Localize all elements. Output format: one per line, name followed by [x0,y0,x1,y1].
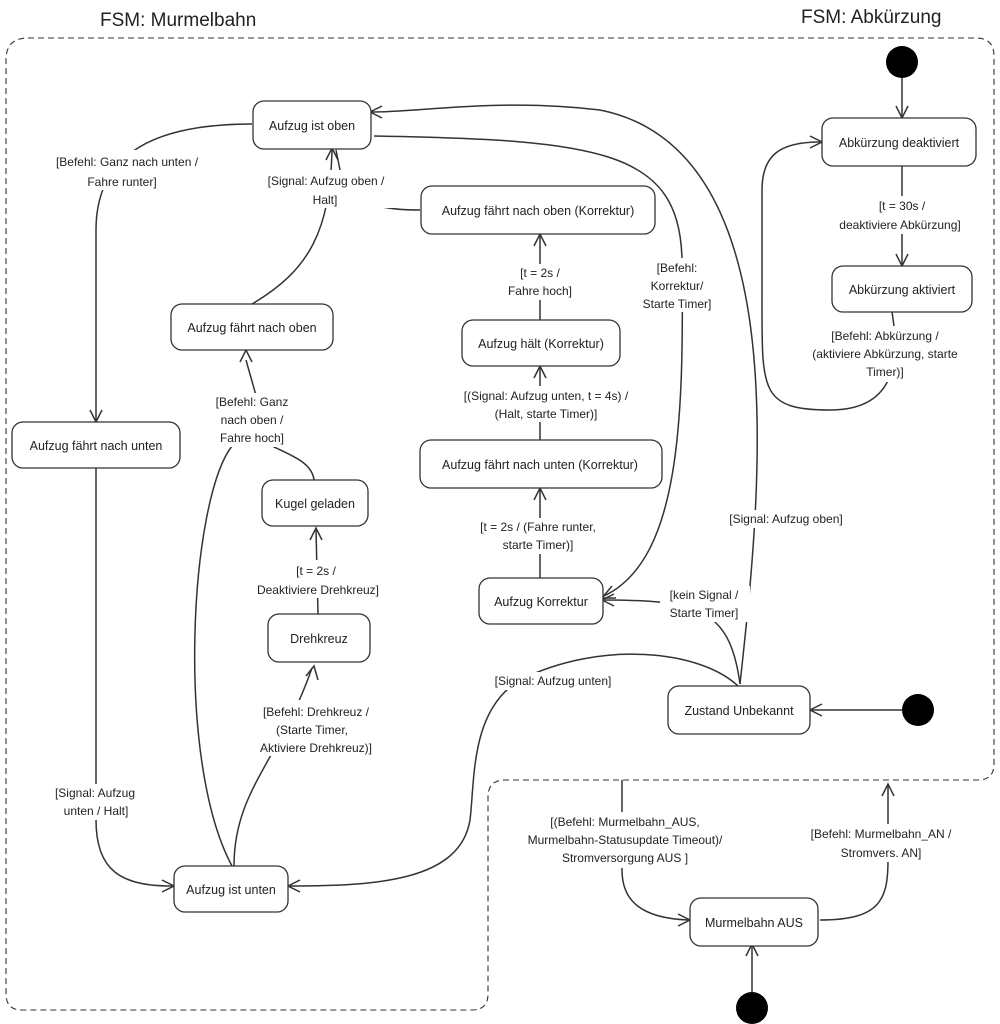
state-label: Aufzug ist oben [269,119,355,133]
label-line: [Befehl: Ganz nach unten / [56,155,199,169]
edge-unten-to-drehkreuz [233,667,313,867]
label-line: deaktiviere Abkürzung] [839,218,960,232]
label-deaktiviere-abk: [t = 30s / deaktiviere Abkürzung] [826,196,976,234]
state-label: Aufzug fährt nach unten (Korrektur) [442,458,638,472]
state-haelt-korrektur: Aufzug hält (Korrektur) [461,319,621,367]
state-aufzug-oben: Aufzug ist oben [252,100,372,150]
edge-aus-to-region [819,786,889,921]
edge-unbekannt-to-unten [289,653,739,887]
state-label: Murmelbahn AUS [705,916,803,930]
label-signal-unten-halt: [Signal: Aufzug unten / Halt] [48,784,144,820]
state-aufzug-korrektur: Aufzug Korrektur [478,577,604,625]
initial-state-unbekannt [902,694,934,726]
label-befehl-korrektur: [Befehl: Korrektur/ Starte Timer] [630,258,724,312]
label-ganz-nach-unten: [Befehl: Ganz nach unten / Fahre runter] [36,150,216,190]
label-line: Murmelbahn-Statusupdate Timeout)/ [528,833,723,847]
label-fahre-hoch-korr: [t = 2s / Fahre hoch] [500,264,580,300]
label-line: Fahre hoch] [508,284,572,298]
edge-region-to-aus [621,780,689,921]
label-line: [Signal: Aufzug oben] [729,512,842,526]
label-aktiviere-abk: [Befehl: Abkürzung / (aktiviere Abkürzun… [796,326,976,382]
label-signal-aufzug-unten: [Signal: Aufzug unten] [484,672,624,690]
state-faehrt-oben-korrektur: Aufzug fährt nach oben (Korrektur) [420,185,656,235]
label-deakt-drehkreuz: [t = 2s / Deaktiviere Drehkreuz] [244,560,394,598]
label-line: Timer)] [866,365,904,379]
state-label: Aufzug Korrektur [494,595,588,609]
label-line: [Signal: Aufzug [55,786,135,800]
label-line: nach oben / [221,413,284,427]
label-fahre-runter-korr: [t = 2s / (Fahre runter, starte Timer)] [464,518,612,554]
label-signal-unten-t4: [(Signal: Aufzug unten, t = 4s) / (Halt,… [446,386,646,422]
label-line: (Starte Timer, [276,723,348,737]
edge-unten-to-faehrt-oben [193,445,233,867]
state-faehrt-unten-korrektur: Aufzug fährt nach unten (Korrektur) [419,439,663,489]
state-label: Abkürzung deaktiviert [839,136,960,150]
state-aufzug-unten: Aufzug ist unten [173,865,289,913]
label-line: starte Timer)] [503,538,574,552]
label-line: [(Signal: Aufzug unten, t = 4s) / [464,389,629,403]
arrowhead [309,526,323,541]
arrowhead [881,782,895,797]
label-line: [t = 2s / [296,564,336,578]
state-drehkreuz: Drehkreuz [267,613,371,663]
region-murmelbahn [5,37,995,1011]
initial-state-abkuerzung [886,46,918,78]
label-line: Deaktiviere Drehkreuz] [257,583,379,597]
label-befehl-drehkreuz: [Befehl: Drehkreuz / (Starte Timer, Akti… [244,700,394,756]
state-label: Aufzug ist unten [186,883,276,897]
label-line: Stromversorgung AUS ] [562,851,688,865]
state-kugel-geladen: Kugel geladen [261,479,369,527]
label-line: Korrektur/ [651,279,704,293]
label-line: [Signal: Aufzug unten] [495,674,612,688]
label-ganz-nach-oben: [Befehl: Ganz nach oben / Fahre hoch] [205,393,297,447]
label-line: [Befehl: Abkürzung / [831,329,939,343]
label-line: [Befehl: [657,261,698,275]
label-line: [t = 30s / [879,199,926,213]
label-line: Halt] [313,193,338,207]
state-zustand-unbekannt: Zustand Unbekannt [667,685,811,735]
state-label: Aufzug hält (Korrektur) [478,337,604,351]
label-murmelbahn-aus-trans: [(Befehl: Murmelbahn_AUS, Murmelbahn-Sta… [506,812,742,868]
state-label: Aufzug fährt nach oben (Korrektur) [442,204,634,218]
label-line: [Befehl: Murmelbahn_AN / [811,827,952,841]
state-label: Aufzug fährt nach oben [187,321,316,335]
label-line: [Signal: Aufzug oben / [268,174,385,188]
state-abkuerzung-aktiviert: Abkürzung aktiviert [831,265,973,313]
label-line: (Halt, starte Timer)] [495,407,598,421]
label-line: unten / Halt] [64,804,129,818]
edge-faehrt-unten-to-unten [95,468,173,887]
label-signal-oben-halt: [Signal: Aufzug oben / Halt] [255,170,405,208]
state-faehrt-nach-unten: Aufzug fährt nach unten [11,421,181,469]
initial-state-aus [736,992,768,1024]
state-label: Abkürzung aktiviert [849,283,956,297]
label-line: Stromvers. AN] [841,846,922,860]
state-abkuerzung-deaktiviert: Abkürzung deaktiviert [821,117,977,167]
label-line: [kein Signal / [670,588,739,602]
label-line: Aktiviere Drehkreuz)] [260,741,372,755]
title-murmelbahn: FSM: Murmelbahn [100,10,256,31]
arrowhead [305,664,319,681]
label-line: Starte Timer] [643,297,712,311]
title-abkuerzung: FSM: Abkürzung [801,7,941,28]
label-signal-aufzug-oben: [Signal: Aufzug oben] [718,510,854,528]
state-label: Aufzug fährt nach unten [30,439,163,453]
label-line: [Befehl: Drehkreuz / [263,705,370,719]
label-line: [t = 2s / [520,266,560,280]
label-line: (aktiviere Abkürzung, starte [812,347,958,361]
state-label: Zustand Unbekannt [684,704,794,718]
label-line: [t = 2s / (Fahre runter, [480,520,596,534]
state-label: Drehkreuz [290,632,348,646]
label-line: Starte Timer] [670,606,739,620]
label-kein-signal: [kein Signal / Starte Timer] [660,586,750,622]
label-line: Fahre runter] [87,175,156,189]
label-line: [(Befehl: Murmelbahn_AUS, [550,815,699,829]
state-murmelbahn-aus: Murmelbahn AUS [689,897,819,947]
label-murmelbahn-an: [Befehl: Murmelbahn_AN / Stromvers. AN] [794,824,970,862]
state-faehrt-nach-oben: Aufzug fährt nach oben [170,303,334,351]
label-line: Fahre hoch] [220,431,284,445]
label-line: [Befehl: Ganz [216,395,289,409]
state-label: Kugel geladen [275,497,355,511]
